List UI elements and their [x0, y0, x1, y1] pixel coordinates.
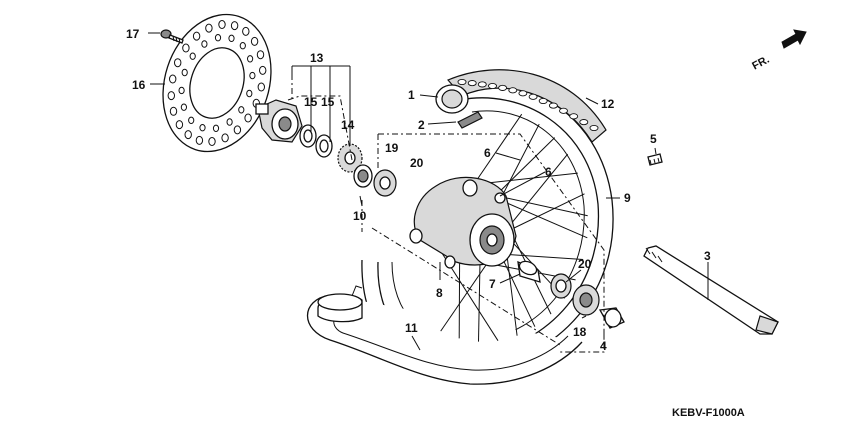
tread-block	[548, 102, 558, 109]
callout-14: 14	[341, 118, 355, 132]
tread-block	[538, 97, 548, 105]
tread-block	[488, 82, 497, 90]
callout-20-left: 20	[410, 156, 424, 170]
disc-hole	[238, 106, 245, 114]
callout-13: 13	[310, 51, 324, 65]
tread-block	[498, 84, 508, 91]
disc-hole	[167, 91, 176, 101]
disc-hole	[169, 106, 178, 116]
callout-17: 17	[126, 27, 140, 41]
disc-hole	[250, 36, 259, 46]
callout-12: 12	[601, 97, 615, 111]
spoke	[499, 199, 588, 239]
speedometer-gearbox	[255, 99, 303, 143]
disc-hole	[199, 124, 206, 132]
radial-bearing-right	[550, 273, 572, 299]
disc-hole	[256, 50, 265, 60]
callout-15-a: 15	[304, 95, 318, 109]
oil-seal-right	[572, 284, 600, 316]
disc-hole	[221, 133, 229, 143]
disc-hole	[201, 40, 208, 48]
brake-disc	[162, 13, 272, 153]
callout-9: 9	[624, 191, 631, 205]
disc-hole	[192, 31, 201, 41]
disc-hole	[174, 58, 182, 68]
disc-hole	[249, 71, 256, 80]
front-wheel	[306, 69, 614, 385]
tread-block	[467, 80, 477, 87]
fr-label: FR.	[750, 54, 771, 73]
valve-nut	[647, 153, 663, 166]
disc-hole	[195, 135, 204, 145]
disc-hole	[214, 34, 222, 42]
spoke	[509, 193, 585, 231]
callout-6-b: 6	[545, 165, 552, 179]
leader-lines	[148, 32, 709, 351]
callout-11: 11	[405, 321, 418, 335]
disc-hole	[189, 52, 196, 60]
disc-hole	[226, 118, 233, 126]
radial-bearing-left	[373, 169, 397, 197]
disc-hole	[244, 113, 252, 123]
callout-8: 8	[436, 286, 443, 300]
tread-block	[589, 124, 599, 132]
disc-hole	[182, 43, 190, 53]
disc-bolt	[160, 29, 184, 44]
disc-hole	[242, 26, 250, 36]
tread-block	[579, 119, 589, 126]
callout-6-a: 6	[484, 146, 491, 160]
disc-hole	[247, 55, 254, 63]
disc-hole	[228, 34, 235, 42]
disc-hole	[180, 103, 187, 111]
spoke	[478, 261, 481, 342]
callout-19: 19	[385, 141, 399, 155]
disc-hole	[188, 116, 195, 125]
disc-hole	[178, 86, 185, 95]
disc-hole	[205, 23, 213, 33]
disc-hole	[208, 137, 216, 146]
disc-hole	[175, 120, 184, 130]
speedometer-washers	[299, 124, 333, 158]
callout-18: 18	[573, 325, 587, 339]
callout-20-right: 20	[578, 257, 592, 271]
callout-2: 2	[418, 118, 425, 132]
callout-3: 3	[704, 249, 711, 263]
tread-block	[559, 107, 568, 114]
disc-hole	[233, 125, 242, 135]
tread-block	[528, 93, 538, 100]
front-axle	[643, 245, 779, 335]
disc-hole	[230, 21, 239, 31]
diagram-code: KEBV-F1000A	[672, 407, 745, 419]
dust-seal	[353, 164, 373, 188]
disc-hole	[239, 42, 246, 50]
callout-10: 10	[353, 209, 367, 223]
distance-collar	[517, 260, 541, 283]
front-direction-indicator: FR.	[750, 29, 807, 73]
callout-7: 7	[489, 277, 496, 291]
disc-hole	[184, 130, 192, 140]
tread-block	[457, 78, 467, 86]
callout-labels: 17 16 13 15 15 14 19 20 10 1 2 6 6 12 5 …	[126, 27, 711, 353]
disc-hole	[218, 20, 226, 29]
disc-hole	[169, 74, 177, 84]
disc-hole	[181, 68, 188, 77]
callout-16: 16	[132, 78, 146, 92]
spoke	[469, 113, 523, 191]
tread-block	[477, 81, 487, 88]
tread-block	[508, 87, 518, 94]
disc-hole	[212, 124, 220, 133]
callout-15-b: 15	[321, 95, 335, 109]
callout-5: 5	[650, 132, 657, 146]
spoke	[499, 123, 540, 201]
callout-1: 1	[408, 88, 415, 102]
callout-4: 4	[600, 339, 607, 353]
tread-block	[569, 113, 579, 120]
tread-block	[518, 90, 528, 97]
side-collar	[598, 307, 625, 329]
disc-hole	[259, 65, 267, 75]
disc-hole	[246, 89, 253, 98]
disc-hole	[257, 82, 265, 92]
